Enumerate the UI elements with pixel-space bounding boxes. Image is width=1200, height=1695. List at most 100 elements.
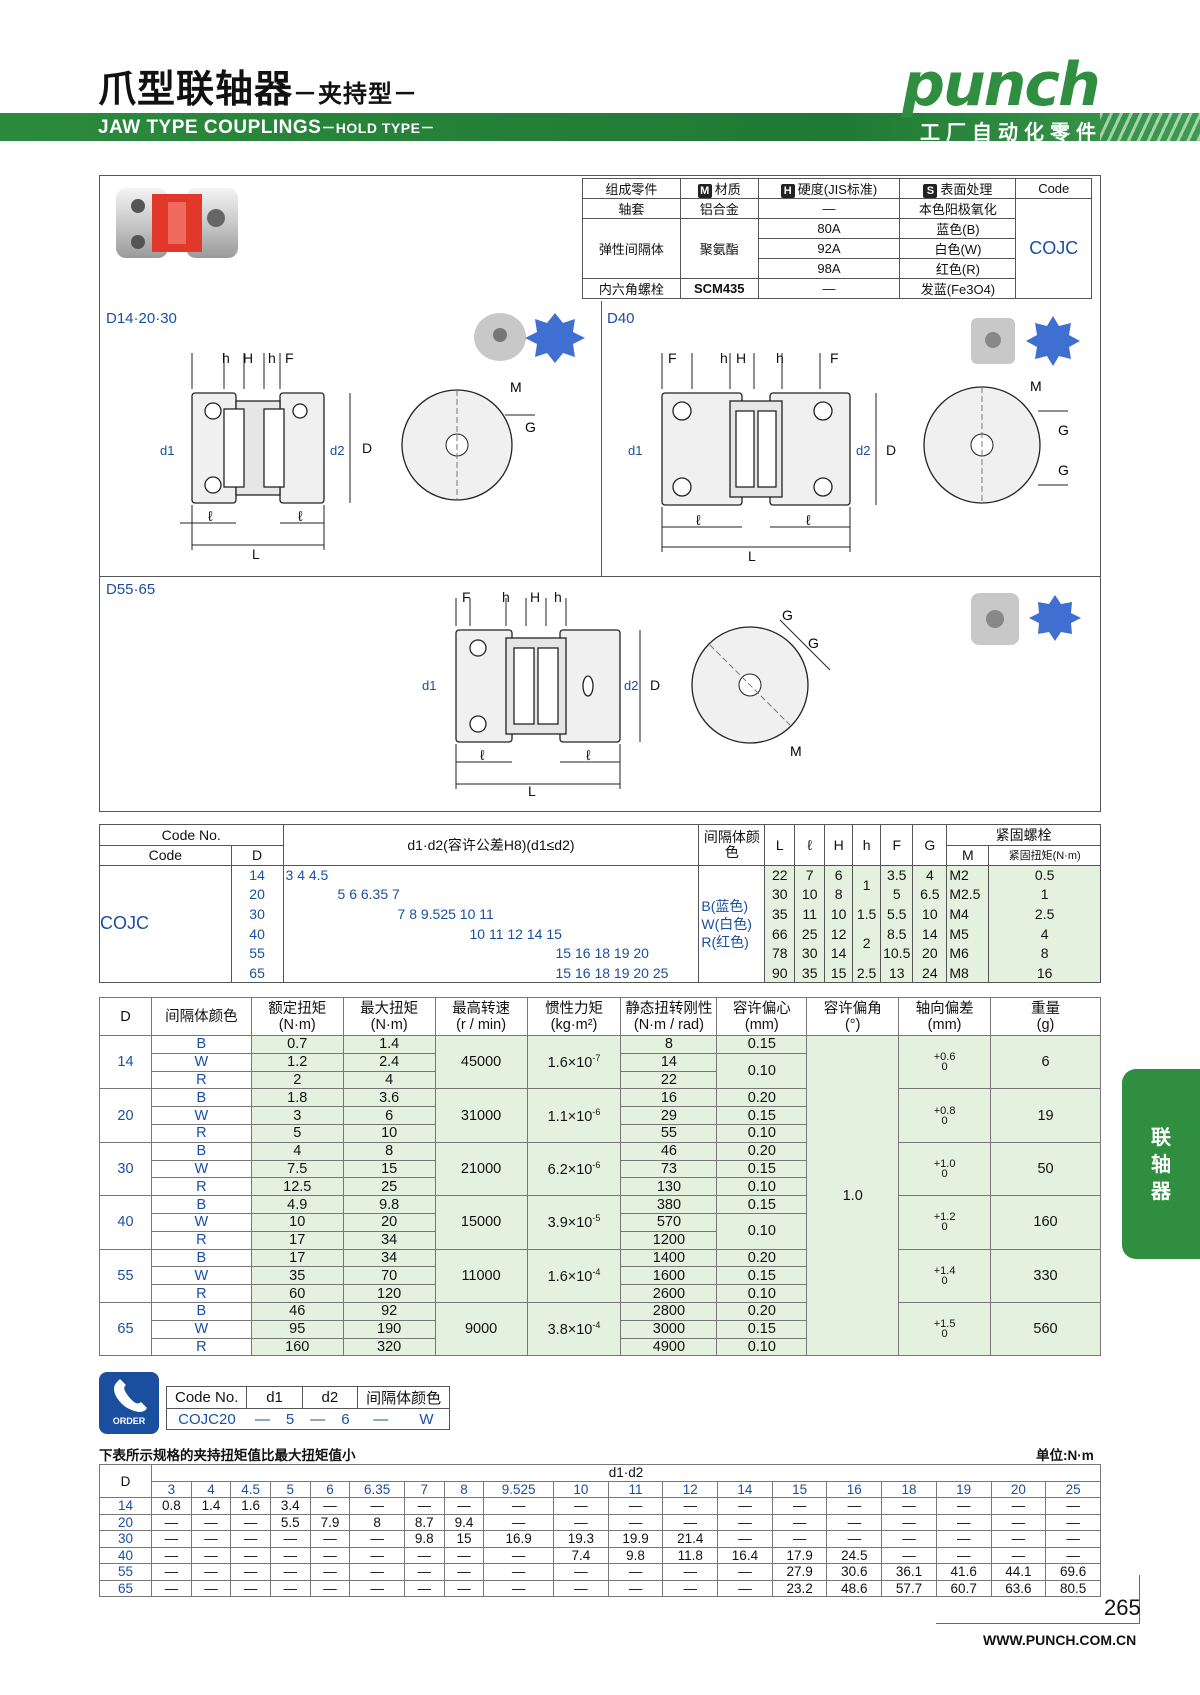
materials-row: 轴套 铝合金 — 本色阳极氧化 COJC <box>582 198 1092 299</box>
section-tab[interactable]: 联轴器 <box>1122 1069 1200 1259</box>
spec-D: 40 <box>230 923 284 944</box>
dim-h2: h <box>268 350 276 366</box>
clamp-cell: 57.7 <box>881 1579 937 1597</box>
perf-h-0: D <box>99 997 152 1036</box>
perf-weight: 560 <box>990 1301 1101 1357</box>
perf-D: 65 <box>99 1301 152 1357</box>
perf-axial-upper: +1.4 <box>933 1264 956 1277</box>
order-icon: ORDER <box>99 1372 159 1434</box>
perf-color: R <box>150 1337 252 1357</box>
d40-dim-G2: G <box>1058 462 1069 478</box>
perf-eccentric: 0.10 <box>716 1212 808 1250</box>
header-band <box>0 113 1200 141</box>
perf-rated-torque: 17 <box>250 1248 344 1268</box>
clamp-cell: 15 <box>443 1530 485 1548</box>
perf-eccentric: 0.20 <box>716 1301 808 1321</box>
clamp-cell: — <box>190 1530 232 1548</box>
perf-h-label: 惯性力矩 <box>545 1000 603 1017</box>
perf-rated-torque: 3 <box>250 1106 344 1125</box>
perf-weight: 330 <box>990 1248 1101 1303</box>
clamp-cell: 16.4 <box>717 1546 773 1564</box>
clamp-col: 4 <box>190 1480 232 1498</box>
clamp-cell: — <box>190 1579 232 1597</box>
diagram-large-coupling: F h H h ℓ ℓ L D d1 d2 <box>422 590 660 799</box>
d40-dim-l2: ℓ <box>806 512 811 528</box>
clamp-col: 5 <box>269 1480 311 1498</box>
spec-G: 14 <box>912 923 948 944</box>
perf-axial-lower: 0 <box>941 1274 948 1287</box>
clamp-col: 19 <box>935 1480 992 1498</box>
spec-h: 1 <box>852 864 882 905</box>
perf-h-10: 重量(g) <box>990 997 1101 1036</box>
clamp-cell: — <box>349 1497 405 1515</box>
spec-D: 55 <box>230 943 284 964</box>
mat-part: 弹性间隔体 <box>582 218 681 279</box>
mat-surface: 白色(W) <box>899 238 1017 259</box>
perf-rated-torque: 35 <box>250 1266 344 1286</box>
phone-icon <box>114 1379 147 1412</box>
clamp-cell: — <box>1045 1530 1101 1548</box>
clamp-cell: — <box>990 1513 1047 1531</box>
perf-h-1: 间隔体颜色 <box>150 997 252 1036</box>
clamp-cell: — <box>151 1513 192 1531</box>
perf-stiffness: 22 <box>620 1070 718 1090</box>
perf-color: R <box>150 1123 252 1143</box>
spec-H: 12 <box>824 923 854 944</box>
perf-max-torque: 15 <box>342 1159 436 1179</box>
spec-row: 30 7 8 9.525 10 11 35 11 10 1.5 5.5 10 M… <box>100 904 1101 924</box>
perf-eccentric: 0.15 <box>716 1195 808 1214</box>
clamp-cell: — <box>881 1530 937 1548</box>
clamp-col: 6 <box>309 1480 351 1498</box>
materials-row: 内六角螺栓 SCM435 — 发蓝(Fe3O4) <box>582 278 1092 299</box>
perf-axial-upper: +1.2 <box>933 1211 956 1224</box>
spec-L: 66 <box>764 923 796 944</box>
spec-F: 10.5 <box>880 943 914 964</box>
mat-surface: 发蓝(Fe3O4) <box>899 278 1017 299</box>
spec-dlist: 15 16 18 19 20 <box>282 943 700 964</box>
dim-H: H <box>243 350 253 366</box>
d40-dim-F: F <box>668 350 677 366</box>
spec-H: 8 <box>824 884 854 905</box>
spec-F: 3.5 <box>880 864 914 885</box>
perf-eccentric: 0.20 <box>716 1088 808 1108</box>
diagram-small-endview: M G <box>401 380 536 501</box>
perf-eccentric: 0.15 <box>716 1266 808 1286</box>
clamp-col: 4.5 <box>230 1480 271 1498</box>
perf-max-torque: 25 <box>342 1177 436 1197</box>
clamp-col: 10 <box>553 1480 609 1498</box>
mat-h-hardness-text: 硬度(JIS标准) <box>797 182 878 197</box>
clamp-cell: — <box>190 1563 232 1581</box>
clamp-cell: — <box>1045 1513 1101 1531</box>
perf-max-torque: 70 <box>342 1266 436 1286</box>
perf-eccentric: 0.10 <box>716 1337 808 1357</box>
spec-dlist: 7 8 9.525 10 11 <box>282 904 700 924</box>
clamp-D: 65 <box>99 1579 152 1597</box>
dim-L: L <box>252 546 260 562</box>
perf-h-6: 静态扭转刚性(N·m / rad) <box>620 997 718 1036</box>
order-h-d1: d1 <box>246 1386 303 1409</box>
clamp-cell: — <box>990 1530 1047 1548</box>
spec-h-H: H <box>824 824 854 866</box>
spacer-photo-small <box>474 313 585 363</box>
clamp-cell: — <box>349 1530 405 1548</box>
logo-stripes <box>1100 113 1200 141</box>
clamp-cell: 9.4 <box>443 1513 485 1531</box>
clamp-cell: — <box>935 1497 992 1515</box>
website-url: WWW.PUNCH.COM.CN <box>983 1632 1137 1648</box>
dim-D: D <box>362 440 372 456</box>
perf-axial-lower: 0 <box>941 1221 948 1234</box>
diagram-small-coupling: h H h F ℓ ℓ L D d1 d2 <box>160 350 372 562</box>
perf-stiffness: 2800 <box>620 1301 718 1321</box>
page-number: 265 <box>1104 1595 1141 1620</box>
spec-dlist: 3 4 4.5 <box>282 864 700 885</box>
clamp-unit: 单位:N·m <box>1036 1448 1094 1463</box>
spec-torque: 4 <box>988 923 1101 944</box>
clamp-col: 6.35 <box>349 1480 405 1498</box>
spec-h-l: ℓ <box>794 824 826 866</box>
